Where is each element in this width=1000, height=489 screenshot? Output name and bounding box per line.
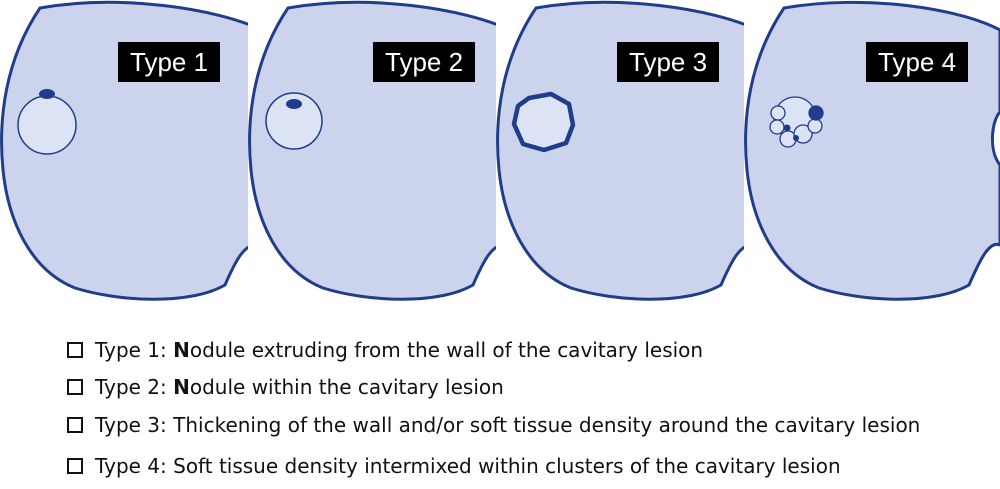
legend-key: Type 2: bbox=[95, 375, 167, 399]
nodule bbox=[783, 124, 791, 132]
legend-description: Nodule extruding from the wall of the ca… bbox=[173, 336, 703, 364]
legend-text: Soft tissue density intermixed within cl… bbox=[173, 454, 841, 478]
checkbox-icon bbox=[67, 417, 83, 433]
nodule bbox=[793, 135, 799, 141]
checkbox-icon bbox=[67, 458, 83, 474]
legend-item-type-1: Type 1: Nodule extruding from the wall o… bbox=[67, 336, 703, 364]
legend-initial: N bbox=[173, 375, 190, 399]
legend-item-type-2: Type 2: Nodule within the cavitary lesio… bbox=[67, 373, 504, 401]
type-label: Type 4 bbox=[866, 42, 969, 82]
legend-item-type-4: Type 4: Soft tissue density intermixed w… bbox=[67, 452, 841, 480]
legend-text: odule extruding from the wall of the cav… bbox=[189, 338, 704, 362]
legend-initial: N bbox=[173, 338, 190, 362]
type-label: Type 2 bbox=[373, 42, 476, 82]
legend-key: Type 4: bbox=[95, 454, 167, 478]
cavity bbox=[265, 92, 323, 150]
legend-description: Nodule within the cavitary lesion bbox=[173, 373, 504, 401]
legend-description: Thickening of the wall and/or soft tissu… bbox=[173, 411, 920, 439]
nodule bbox=[809, 106, 823, 120]
legend-text: Thickening of the wall and/or soft tissu… bbox=[173, 413, 921, 437]
type-label: Type 1 bbox=[118, 42, 221, 82]
panel-type-1: Type 1 bbox=[0, 0, 248, 310]
cavity bbox=[17, 95, 77, 155]
legend-key: Type 1: bbox=[95, 338, 167, 362]
legend-item-type-3: Type 3: Thickening of the wall and/or so… bbox=[67, 411, 920, 439]
panel-type-2: Type 2 bbox=[248, 0, 496, 310]
legend-key: Type 3: bbox=[95, 413, 167, 437]
legend-description: Soft tissue density intermixed within cl… bbox=[173, 452, 841, 480]
checkbox-icon bbox=[67, 379, 83, 395]
type-label: Type 3 bbox=[617, 42, 720, 82]
nodule bbox=[286, 99, 302, 109]
checkbox-icon bbox=[67, 342, 83, 358]
legend-text: odule within the cavitary lesion bbox=[189, 375, 504, 399]
panel-type-3: Type 3 bbox=[496, 0, 744, 310]
thick-walled-cavity bbox=[511, 91, 576, 153]
panel-type-4: Type 4 bbox=[744, 0, 1000, 310]
nodule bbox=[39, 89, 55, 99]
